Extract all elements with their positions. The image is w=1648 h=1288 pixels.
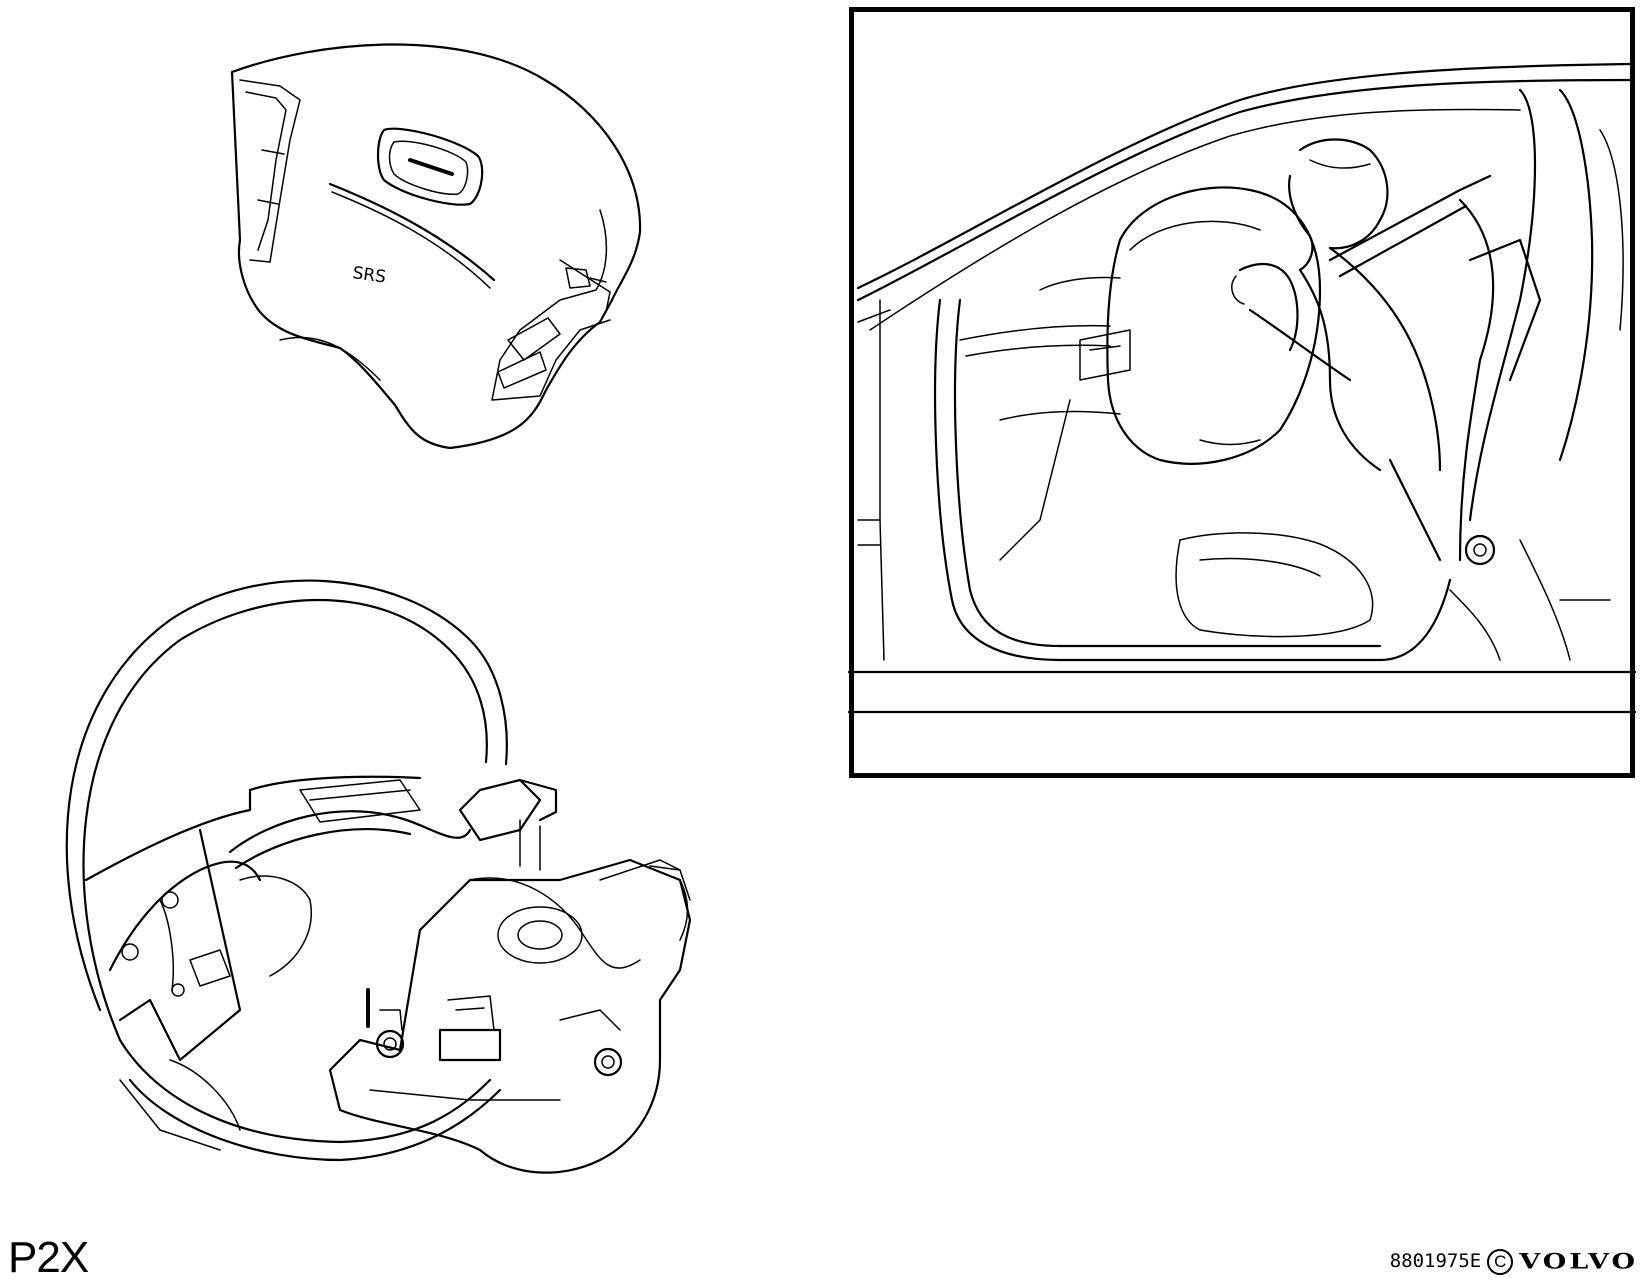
steering-wheel-icon (65, 579, 692, 1174)
reference-code: 8801975E (1389, 1250, 1482, 1272)
copyright-icon: C (1487, 1248, 1514, 1275)
airbag-module-icon (230, 43, 642, 450)
brand-logo: VOLVO (1519, 1249, 1638, 1274)
illustration-frame (849, 7, 1635, 778)
footer-credit: 8801975E C VOLVO (1390, 1248, 1638, 1275)
deployed-airbag-scene-icon (847, 62, 1637, 714)
srs-label: SRS (351, 263, 387, 287)
model-code: P2X (8, 1233, 89, 1282)
